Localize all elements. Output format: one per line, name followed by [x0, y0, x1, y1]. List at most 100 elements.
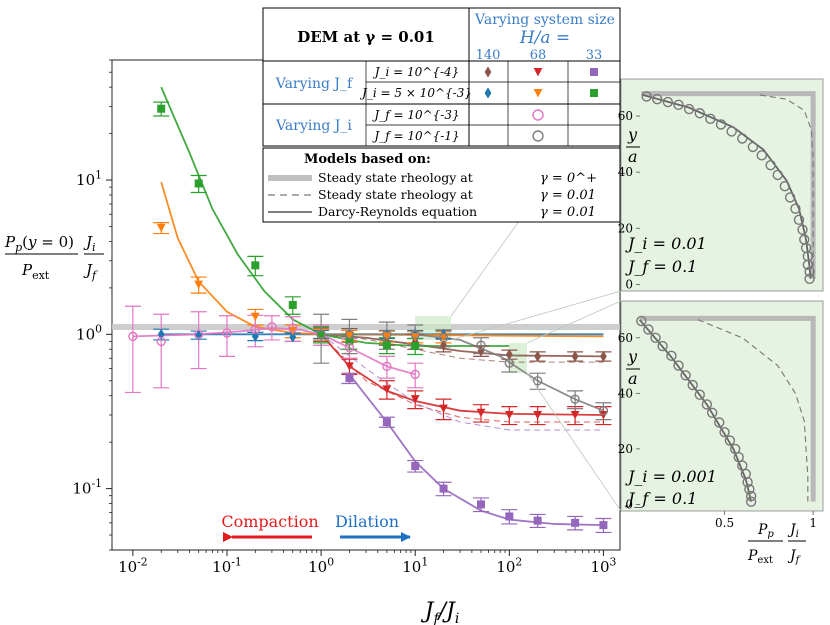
inset-bottom-ji-label: J_i = 0.001: [625, 467, 717, 486]
inset-data-point: [733, 452, 744, 463]
inset-data-point: [793, 214, 805, 226]
data-point: [505, 512, 514, 521]
legend-marker: [533, 68, 543, 77]
inset-data-point: [643, 324, 654, 335]
inset-data-point: [680, 370, 691, 381]
data-point: [534, 350, 542, 362]
data-point: [438, 333, 449, 343]
data-point: [533, 410, 543, 420]
dilation-label: Dilation: [335, 512, 399, 531]
inset-data-point: [715, 119, 727, 130]
model-dashed-curve: [320, 333, 604, 423]
inset-data-point: [714, 417, 725, 428]
inset-data-point: [779, 180, 790, 192]
inset-top-y-label: y: [627, 125, 638, 144]
legend-size-title: Varying system size: [474, 12, 615, 28]
inset-data-point: [742, 477, 753, 488]
x-axis-label: Jf/Ji: [421, 599, 460, 625]
data-point: [532, 376, 543, 386]
inset-data-point: [650, 332, 661, 343]
inset-y-tick-label: 20: [618, 442, 633, 456]
data-point: [504, 410, 514, 420]
inset-data-point: [701, 399, 713, 410]
legend-size-33: 33: [586, 48, 603, 63]
model-fit-curve: [132, 327, 416, 376]
data-point: [288, 323, 298, 333]
legend-row-jf-1e-1: J_f = 10^{-1}: [371, 129, 459, 143]
model-gamma-steady-001: γ = 0.01: [540, 188, 596, 203]
x-tick-label: 100: [308, 555, 334, 576]
data-point: [251, 330, 259, 342]
data-point: [194, 179, 203, 188]
inset-data-point: [745, 496, 757, 507]
data-point: [533, 516, 542, 525]
model-label-steady-0: Steady state rheology at: [318, 170, 473, 185]
inset-top-markers: [641, 91, 815, 284]
inset-data-point: [790, 203, 801, 214]
model-label-darcy: Darcy-Reynolds equation: [318, 204, 477, 219]
models-legend: Models based on: Steady state rheology a…: [262, 147, 621, 223]
data-point: [250, 312, 260, 322]
data-point: [382, 385, 392, 394]
data-point: [477, 345, 485, 357]
data-point: [382, 332, 392, 341]
inset-dashed-curve: [759, 94, 814, 279]
inset-top-y-label-bottom: a: [628, 147, 638, 166]
legend-marker: [532, 130, 544, 142]
data-point: [476, 340, 486, 350]
data-point: [382, 361, 392, 372]
data-point: [344, 342, 355, 353]
inset-bottom-y-label-bottom: a: [628, 369, 638, 388]
data-point: [476, 500, 485, 509]
y-label-numerator: Pp(y = 0): [4, 233, 74, 254]
inset-data-point: [673, 99, 684, 111]
inset-bottom-frame: [620, 300, 824, 512]
data-point: [504, 358, 515, 368]
y-tick-label: 101: [76, 168, 102, 189]
model-fit-curve: [321, 333, 604, 358]
inset-y-tick-label: 0: [625, 497, 633, 511]
data-point: [439, 404, 448, 414]
y-label-denominator: Pext: [21, 261, 50, 282]
inset-y-tick-label: 40: [618, 386, 633, 400]
data-point: [598, 405, 609, 416]
y-tick-label: 100: [76, 323, 102, 344]
inset-data-point: [804, 273, 815, 284]
data-point: [193, 329, 204, 340]
inset-data-point: [657, 340, 668, 352]
data-point: [128, 331, 138, 342]
legend-size-68: 68: [530, 48, 547, 63]
inset-data-point: [706, 407, 718, 418]
data-point: [250, 324, 261, 334]
model-dashed-curve: [320, 333, 604, 431]
data-point: [344, 329, 355, 340]
legend-table: DEM at γ = 0.01 Varying system size H/a …: [262, 7, 621, 147]
model-gamma-darcy: γ = 0.01: [540, 205, 596, 220]
legend-marker: [532, 109, 544, 121]
data-point: [267, 322, 277, 332]
inset-data-point: [683, 103, 695, 115]
model-gamma-steady-0: γ = 0^+: [540, 171, 597, 186]
inset-data-point: [719, 427, 730, 438]
inset-data-point: [772, 169, 783, 181]
data-point: [382, 329, 392, 340]
models-frame: [262, 147, 621, 223]
data-point: [157, 328, 165, 340]
legend-varying-jf: Varying J_f: [275, 76, 354, 92]
data-point: [410, 333, 420, 342]
inset-y-tick-label: 20: [618, 221, 633, 235]
data-point: [570, 394, 580, 404]
data-point: [289, 331, 297, 343]
inset-data-point: [694, 108, 705, 119]
connector-4: [526, 372, 622, 512]
inset-bottom-markers: [636, 315, 757, 507]
inset-data-point: [666, 350, 677, 362]
data-point: [345, 331, 354, 341]
inset-data-point: [726, 126, 737, 137]
